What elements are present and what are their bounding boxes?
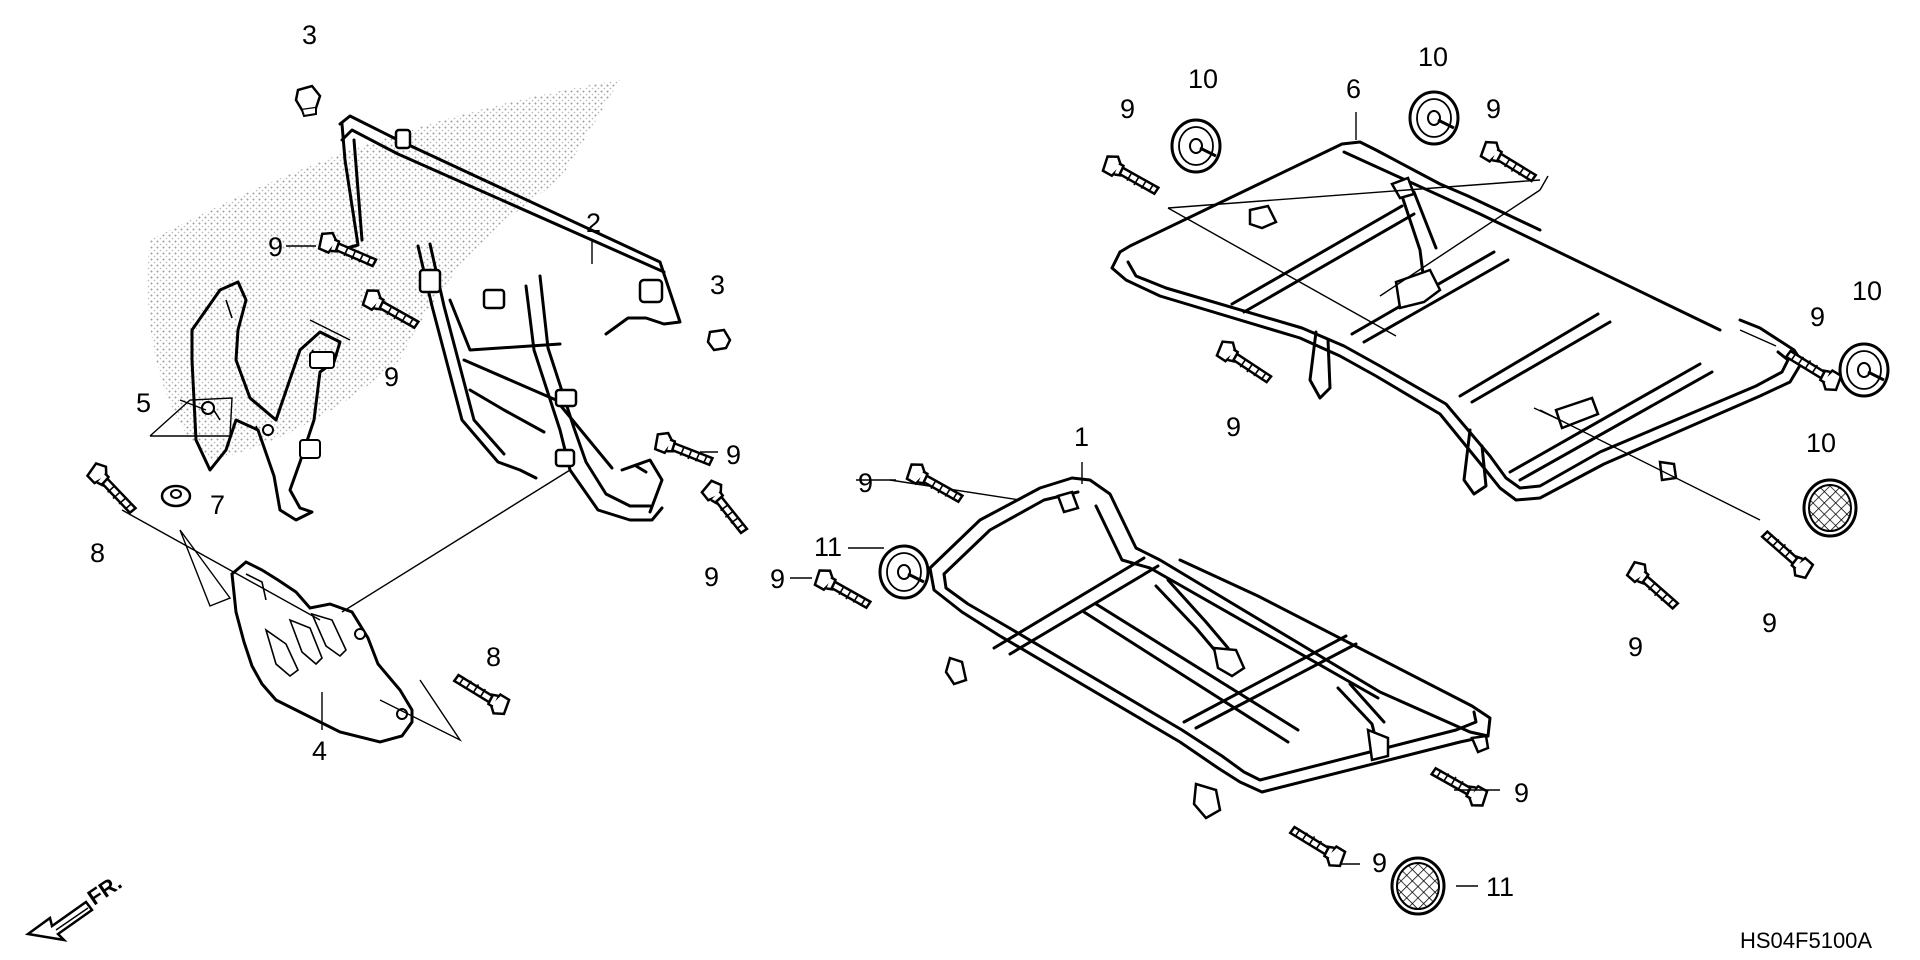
fasteners — [82, 84, 1890, 916]
callout-8a: 8 — [90, 538, 105, 568]
bolt-icon — [447, 673, 513, 718]
diagram-reference-code: HS04F5100A — [1740, 928, 1872, 953]
callout-10a: 10 — [1188, 64, 1218, 94]
callout-2: 2 — [586, 208, 601, 238]
callout-9l: 9 — [1628, 632, 1643, 662]
front-direction-marker: FR. — [24, 870, 126, 942]
bolt-icon — [811, 566, 877, 610]
bolt-icon — [903, 460, 969, 504]
callout-9n: 9 — [1372, 848, 1387, 878]
bolt-icon — [1477, 138, 1543, 183]
callout-10d: 10 — [1806, 428, 1836, 458]
callout-9c: 9 — [726, 440, 741, 470]
leader-lines — [121, 112, 1777, 742]
callout-9f: 9 — [770, 564, 785, 594]
callout-9j: 9 — [1810, 302, 1825, 332]
callout-9e: 9 — [858, 468, 873, 498]
bolt-icon — [1779, 349, 1845, 394]
callout-9m: 9 — [1514, 778, 1529, 808]
callout-3a: 3 — [302, 20, 317, 50]
bolt-icon — [1752, 529, 1818, 582]
bolt-icon — [1622, 558, 1688, 611]
callout-11b: 11 — [1486, 872, 1514, 902]
grommet-icon — [1170, 118, 1222, 174]
stipple-wing-shading — [147, 80, 620, 460]
mesh-cap-icon — [1802, 478, 1858, 538]
callout-4: 4 — [312, 736, 327, 766]
callout-9d: 9 — [704, 562, 719, 592]
bolt-icon — [82, 459, 147, 516]
rear-carrier-rack — [1110, 140, 1804, 502]
front-bumper-guard — [338, 114, 682, 522]
direction-arrow-icon — [24, 900, 94, 942]
skid-plate — [230, 560, 414, 744]
nut-icon — [294, 84, 322, 118]
direction-label: FR. — [83, 870, 126, 911]
callout-1: 1 — [1074, 422, 1089, 452]
callout-9k: 9 — [1762, 608, 1777, 638]
bracket-assembly — [190, 280, 342, 522]
callout-9a: 9 — [268, 232, 283, 262]
callout-labels: 1 2 3 3 4 5 6 7 8 8 9 9 9 9 9 9 9 9 9 9 … — [90, 20, 1882, 902]
bolt-icon — [1099, 152, 1165, 196]
bolt-icon — [652, 430, 717, 467]
callout-10c: 10 — [1852, 276, 1882, 306]
nut-icon — [706, 328, 732, 352]
callout-11a: 11 — [814, 532, 842, 562]
bolt-icon — [1425, 766, 1491, 810]
grommet-icon — [1408, 90, 1460, 146]
callout-9i: 9 — [1226, 412, 1241, 442]
callout-5: 5 — [136, 388, 151, 418]
callout-9b: 9 — [384, 362, 399, 392]
callout-6: 6 — [1346, 74, 1361, 104]
front-carrier-rack — [928, 476, 1492, 820]
nut-icon — [160, 484, 192, 508]
callout-10b: 10 — [1418, 42, 1448, 72]
bolt-icon — [696, 477, 760, 536]
label-ticks — [286, 245, 1500, 887]
callout-9g: 9 — [1120, 94, 1135, 124]
grommet-icon — [1838, 342, 1890, 398]
callout-3b: 3 — [710, 270, 725, 300]
callout-8b: 8 — [486, 642, 501, 672]
bolt-icon — [1213, 337, 1279, 385]
callout-9h: 9 — [1486, 94, 1501, 124]
grommet-icon — [878, 544, 930, 600]
mesh-cap-icon — [1390, 856, 1446, 916]
bolt-icon — [1283, 825, 1349, 870]
callout-7: 7 — [210, 490, 225, 520]
